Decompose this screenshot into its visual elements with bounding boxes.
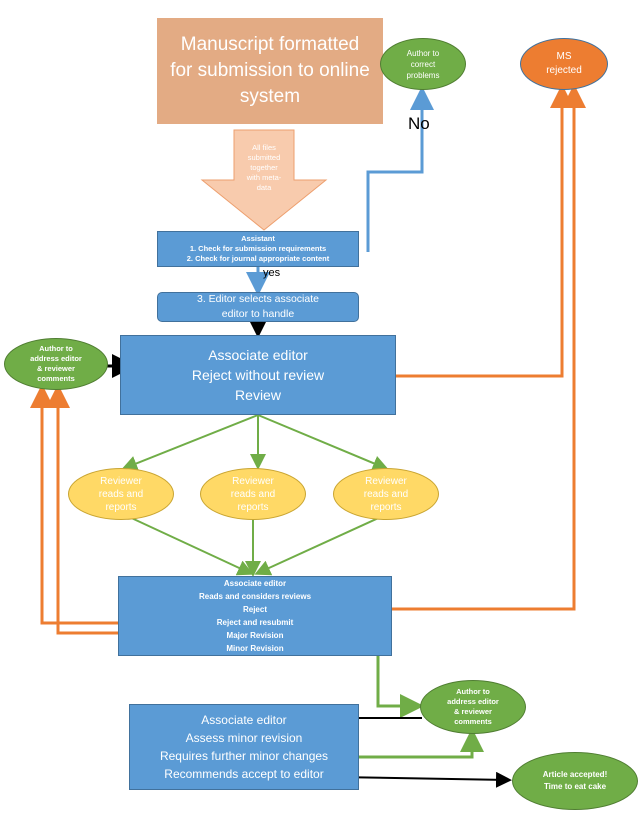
- yes-label: yes: [263, 267, 281, 279]
- editor-selects-box: 3. Editor selects associate editor to ha…: [157, 292, 359, 322]
- reviewer-node-2: Reviewer reads and reports: [200, 468, 306, 520]
- author-address-right-node: Author to address editor & reviewer comm…: [420, 680, 526, 734]
- all-files-label: All files submitted together with meta- …: [246, 143, 282, 192]
- assistant-box: Assistant 1. Check for submission requir…: [157, 231, 359, 267]
- author-address-left-node: Author to address editor & reviewer comm…: [4, 338, 108, 390]
- reviewer-3-to-ae: [254, 514, 386, 576]
- reviewer-1-to-ae: [124, 514, 254, 576]
- no-label: No: [408, 114, 430, 133]
- ms-rejected-node: MS rejected: [520, 38, 608, 90]
- reject-without-review-arrow: [338, 84, 574, 378]
- manuscript-box: Manuscript formatted for submission to o…: [157, 18, 383, 124]
- reviewer-node-1: Reviewer reads and reports: [68, 468, 174, 520]
- accept-arrow: [335, 771, 512, 788]
- no-arrow: [366, 86, 434, 252]
- down-arrow-shape: [200, 129, 328, 231]
- author-correct-node: Author to correct problems: [380, 38, 466, 90]
- minor-revision-arrow: [306, 649, 424, 718]
- further-changes-arrow: [342, 728, 484, 759]
- article-accepted-node: Article accepted! Time to eat cake: [512, 752, 638, 810]
- associate-editor-2-box: Associate editor Reads and considers rev…: [118, 576, 392, 656]
- associate-editor-1-box: Associate editor Reject without review R…: [120, 335, 396, 415]
- ae-to-reviewer-1: [121, 414, 259, 471]
- associate-editor-3-box: Associate editor Assess minor revision R…: [129, 704, 359, 790]
- manuscript-text: Manuscript formatted for submission to o…: [170, 34, 370, 107]
- ae-to-reviewer-3: [257, 414, 389, 471]
- reviewer-node-3: Reviewer reads and reports: [333, 468, 439, 520]
